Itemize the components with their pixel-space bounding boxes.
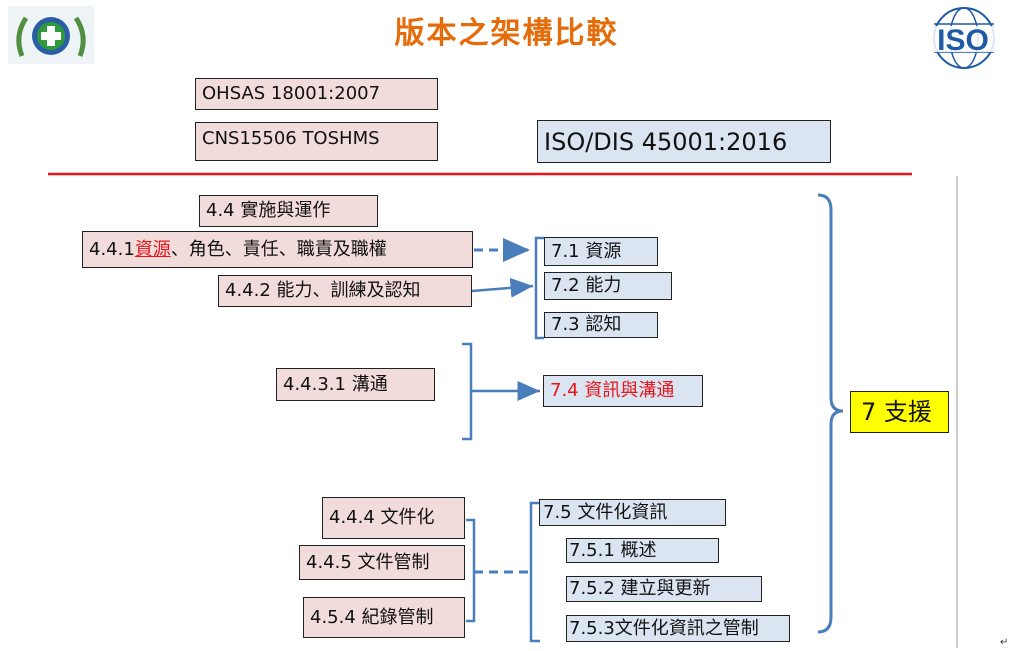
item-4-5-4: 4.5.4 紀錄管制 [303,597,465,638]
item-4-4-3-1: 4.4.3.1 溝通 [276,368,435,401]
return-mark: ↵ [1000,637,1009,648]
iso-logo: ISO [918,4,1008,72]
item-4-4-4: 4.4.4 文件化 [322,497,465,539]
item-7-5: 7.5 文件化資訊 [539,499,726,526]
ohsas-box: OHSAS 18001:2007 [195,78,438,110]
item-4-4-1-highlight: 資源 [134,238,171,260]
item-4-4-5: 4.4.5 文件管制 [299,545,465,580]
cns-box: CNS15506 TOSHMS [195,122,438,161]
item-4-4: 4.4 實施與運作 [199,195,378,227]
iso-logo-text: ISO [937,24,989,57]
bracket-documents-right [529,501,540,643]
support-brace [817,193,844,634]
organization-logo [8,6,94,64]
item-7-1: 7.1 資源 [544,237,658,266]
item-4-4-1-rest: 、角色、責任、職責及職權 [170,238,387,260]
item-7-5-2: 7.5.2 建立與更新 [566,576,762,602]
item-7-3: 7.3 認知 [544,312,658,338]
support-box: 7 支援 [850,391,949,433]
item-7-5-1: 7.5.1 概述 [566,538,719,563]
item-4-4-1-number: 4.4.1 [89,238,135,260]
item-4-4-2: 4.4.2 能力、訓練及認知 [218,275,472,307]
bracket-communication [462,342,473,441]
iso-45001-box: ISO/DIS 45001:2016 [537,120,831,163]
item-7-2: 7.2 能力 [544,272,672,300]
bracket-7-1-7-3 [534,236,544,340]
page-title: 版本之架構比較 [394,16,619,51]
bracket-documents-left [466,518,476,623]
item-7-5-3: 7.5.3文件化資訊之管制 [566,615,790,642]
arrow-competence [471,277,534,298]
item-7-4: 7.4 資訊與溝通 [543,375,703,407]
